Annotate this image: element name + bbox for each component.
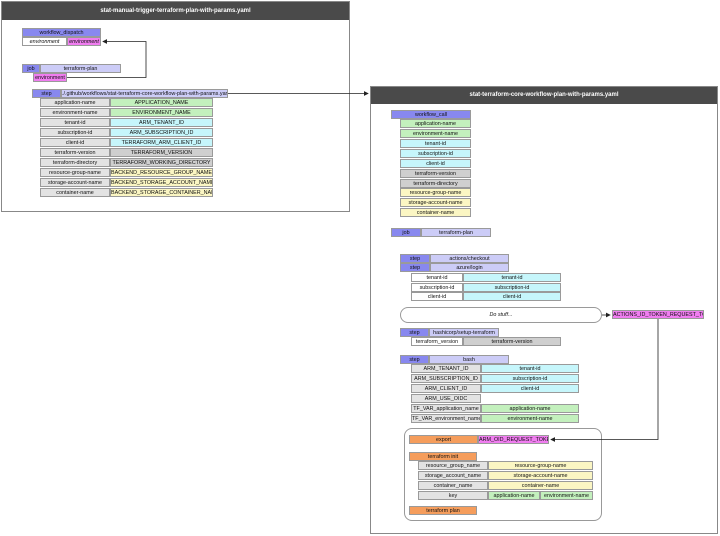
workflow-call-input: application-name <box>400 119 471 128</box>
bash-env-key: ARM_USE_OIDC <box>411 394 481 403</box>
bash-env-value: environment-name <box>481 414 579 423</box>
bash-env-value: client-id <box>481 384 579 393</box>
param-value: APPLICATION_NAME <box>110 98 213 107</box>
terraform-init-command: terraform init <box>409 452 477 461</box>
bash-env-key: ARM_TENANT_ID <box>411 364 481 373</box>
init-key-label: key <box>418 491 488 500</box>
bash-env-key: TF_VAR_environment_name <box>411 414 481 423</box>
param-key: client-id <box>40 138 110 147</box>
workflow-call-trigger: workflow_call <box>391 110 471 119</box>
param-key: subscription-id <box>40 128 110 137</box>
caller-workflow-title: stat-manual-trigger-terraform-plan-with-… <box>2 2 349 20</box>
job-tag: job <box>391 228 421 237</box>
param-key: storage-account-name <box>40 178 110 187</box>
login-param-key: tenant-id <box>411 273 463 282</box>
job-name: terraform-plan <box>421 228 491 237</box>
dispatch-input-environment: environment <box>22 37 67 46</box>
param-value: BACKEND_STORAGE_ACCOUNT_NAME <box>110 178 213 187</box>
param-value: TERRAFORM_WORKING_DIRECTORY <box>110 158 213 167</box>
bash-env-value: application-name <box>481 404 579 413</box>
setup-param-key: terraform_version <box>411 337 463 346</box>
step-tag: step <box>400 328 429 337</box>
param-key: environment-name <box>40 108 110 117</box>
bash-script-group <box>404 428 602 521</box>
login-param-value: client-id <box>463 292 561 301</box>
bash-env-key: ARM_CLIENT_ID <box>411 384 481 393</box>
arm-oid-request-token: ARM_OID_REQUEST_TOKEN <box>478 435 549 444</box>
workflow-dispatch-trigger: workflow_dispatch <box>22 28 101 37</box>
init-param-value: container-name <box>488 481 593 490</box>
init-param-value: resource-group-name <box>488 461 593 470</box>
dispatch-input-environment-value: environment <box>67 37 101 46</box>
param-value: TERRAFORM_VERSION <box>110 148 213 157</box>
login-param-value: tenant-id <box>463 273 561 282</box>
workflow-call-input: container-name <box>400 208 471 217</box>
step-tag: step <box>400 355 429 364</box>
init-param-key: storage_account_name <box>418 471 488 480</box>
login-param-key: subscription-id <box>411 283 463 292</box>
param-key: container-name <box>40 188 110 197</box>
caller-step-tag: step <box>32 89 61 98</box>
init-key-environment-name: environment-name <box>540 491 593 500</box>
param-key: terraform-directory <box>40 158 110 167</box>
workflow-call-input: terraform-version <box>400 169 471 178</box>
login-param-key: client-id <box>411 292 463 301</box>
param-value: ARM_TENANT_ID <box>110 118 213 127</box>
bash-env-value: tenant-id <box>481 364 579 373</box>
caller-step-reusable-workflow-path: ./.github/workflows/stat-terraform-core-… <box>61 89 228 98</box>
step-tag: step <box>400 254 430 263</box>
workflow-call-input: subscription-id <box>400 149 471 158</box>
terraform-plan-command: terraform plan <box>409 506 477 515</box>
step-bash-name: bash <box>429 355 509 364</box>
workflow-call-input: terraform-directory <box>400 179 471 188</box>
step-tag: step <box>400 263 430 272</box>
param-key: tenant-id <box>40 118 110 127</box>
caller-job-tag: job <box>22 64 40 73</box>
init-param-value: storage-account-name <box>488 471 593 480</box>
param-key: terraform-version <box>40 148 110 157</box>
export-command: export <box>409 435 478 444</box>
reusable-workflow-title: stat-terraform-core-workflow-plan-with-p… <box>371 87 717 104</box>
workflow-call-input: resource-group-name <box>400 188 471 197</box>
param-value: BACKEND_RESOURCE_GROUP_NAME <box>110 168 213 177</box>
param-value: BACKEND_STORAGE_CONTAINER_NAME <box>110 188 213 197</box>
step-setup-terraform-name: hashicorp/setup-terraform <box>429 328 499 337</box>
param-key: resource-group-name <box>40 168 110 177</box>
step-azure-login-name: azure/login <box>430 263 509 272</box>
bash-env-key: ARM_SUBSCRIPTION_ID <box>411 374 481 383</box>
workflow-call-input: environment-name <box>400 129 471 138</box>
workflow-call-input: client-id <box>400 159 471 168</box>
bash-env-key: TF_VAR_application_name <box>411 404 481 413</box>
workflow-call-input: tenant-id <box>400 139 471 148</box>
init-key-application-name: application-name <box>488 491 540 500</box>
bash-env-value: subscription-id <box>481 374 579 383</box>
login-param-value: subscription-id <box>463 283 561 292</box>
caller-job-environment-ref: environment <box>33 73 67 82</box>
step-checkout-name: actions/checkout <box>430 254 509 263</box>
actions-id-token-request-token: ACTIONS_ID_TOKEN_REQUEST_TOKEN <box>612 310 704 319</box>
workflow-call-input: storage-account-name <box>400 198 471 207</box>
token-to-export-connector <box>550 319 659 442</box>
param-value: ARM_SUBSCRIPTION_ID <box>110 128 213 137</box>
do-stuff-placeholder: Do stuff... <box>400 307 602 323</box>
caller-job-name: terraform-plan <box>40 64 121 73</box>
param-value: TERRAFORM_ARM_CLIENT_ID <box>110 138 213 147</box>
job-env-to-dispatch-connector <box>67 39 147 78</box>
init-param-key: container_name <box>418 481 488 490</box>
param-key: application-name <box>40 98 110 107</box>
param-value: ENVIRONMENT_NAME <box>110 108 213 117</box>
setup-param-value: terraform-version <box>463 337 561 346</box>
init-param-key: resource_group_name <box>418 461 488 470</box>
